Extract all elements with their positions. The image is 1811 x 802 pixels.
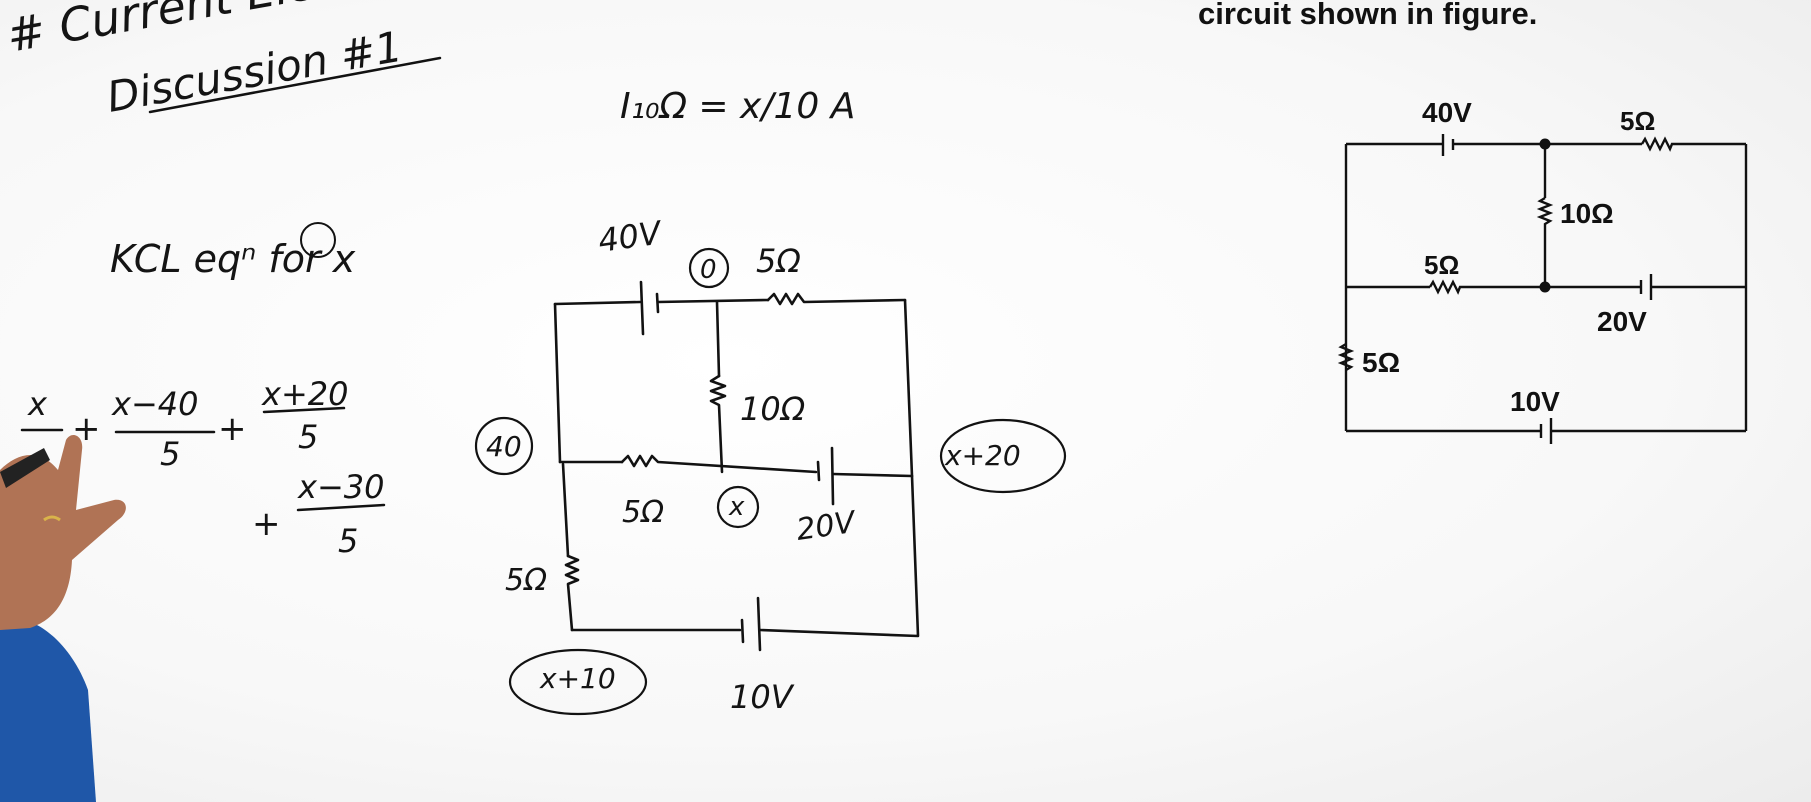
hc-node-x10-circle: [508, 648, 648, 716]
printed-circuit-labels: 40V 5Ω 10Ω 5Ω 20V 5Ω 10V: [1362, 97, 1655, 417]
pc-resistor-10: [1536, 196, 1554, 287]
pc-label-r10: 10Ω: [1560, 198, 1614, 229]
pc-label-20v: 20V: [1597, 306, 1647, 337]
kcl-term2-num: x−40: [111, 385, 198, 423]
pc-label-40v: 40V: [1422, 97, 1472, 128]
hc-resistor-mid: [620, 454, 818, 474]
pc-resistor-left: [1337, 342, 1355, 372]
kcl-term4-bar: [296, 503, 386, 512]
hc-label-node-x20: x+20: [944, 439, 1021, 472]
presenter-sleeve: [0, 618, 96, 802]
question-text: circuit shown in figure.: [1198, 0, 1537, 31]
pc-label-r5-left: 5Ω: [1362, 347, 1400, 378]
kcl-plus-2: +: [218, 409, 247, 449]
hc-label-r5-mid: 5Ω: [622, 495, 664, 530]
hc-label-20v: 20V: [794, 505, 859, 548]
hc-nodex-circle: [716, 485, 760, 529]
presenter-marker: [0, 448, 50, 488]
hc-resistor-10: [709, 374, 727, 474]
kcl-plus-3: +: [252, 504, 281, 544]
hc-label-10v: 10V: [730, 678, 795, 716]
pc-label-10v: 10V: [1510, 386, 1560, 417]
kcl-term2-den: 5: [160, 435, 180, 473]
hc-label-node40: 40: [486, 430, 522, 463]
hc-battery-20v: [816, 446, 835, 506]
hc-node40-circle: [474, 416, 534, 476]
current-equation: I₁₀Ω = x/10 A: [620, 86, 855, 127]
kcl-label: KCL eqⁿ for x: [110, 237, 356, 281]
hc-node-x20-circle: [939, 418, 1067, 494]
pc-battery-20v: [1639, 274, 1653, 300]
hc-battery-10v: [740, 596, 762, 652]
hc-wire-top-mid: [656, 298, 770, 304]
kcl-term1-num: x: [27, 385, 48, 423]
kcl-term4-num: x−30: [297, 468, 384, 506]
hc-wire-left-lower: [561, 462, 570, 558]
hc-wire-left-top: [553, 302, 562, 464]
hc-label-node-x10: x+10: [539, 662, 616, 695]
hc-wire-bottom-right: [758, 474, 920, 638]
pc-resistor-top: [1640, 136, 1746, 152]
handdrawn-circuit: [553, 280, 920, 652]
presenter-hand-skin: [0, 435, 126, 630]
hc-wire-right-top: [903, 298, 914, 478]
hc-resistor-top: [766, 292, 907, 306]
hc-wire-center-upper: [715, 300, 721, 378]
pc-battery-40v: [1441, 134, 1455, 156]
presenter-ring: [43, 515, 61, 522]
hc-label-40v: 40V: [596, 213, 665, 260]
printed-circuit: [1337, 134, 1748, 444]
handdrawn-circuit-labels: 40V 0 5Ω 10Ω 40 5Ω x 20V x+20 5Ω x+10 10…: [474, 213, 1067, 716]
pc-resistor-mid: [1428, 279, 1640, 295]
lecture-title: # Current Ele Discussion #1: [3, 0, 442, 122]
hc-label-nodex: x: [728, 492, 745, 522]
hc-wire-top-left: [553, 300, 642, 306]
kcl-term3-num: x+20: [261, 375, 348, 413]
hc-label-r5-left: 5Ω: [505, 563, 547, 598]
title-underline: [148, 56, 442, 114]
kcl-term3-den: 5: [298, 418, 318, 456]
hc-wire-mid-right: [831, 472, 914, 478]
pc-battery-10v: [1539, 418, 1553, 444]
hc-label-node0: 0: [700, 255, 717, 285]
kcl-equation: x + x−40 5 + x+20 5 + x−30 5: [20, 375, 386, 560]
hc-label-r10: 10Ω: [740, 390, 806, 428]
kcl-term3-bar: [262, 406, 346, 414]
hc-node0-circle: [688, 247, 730, 289]
kcl-term4-den: 5: [338, 522, 358, 560]
pc-label-r5-mid: 5Ω: [1424, 250, 1459, 280]
hc-battery-40v: [639, 280, 660, 336]
hc-label-r5-top: 5Ω: [756, 242, 801, 280]
pc-node-top: [1539, 138, 1551, 150]
pc-label-r5-top: 5Ω: [1620, 106, 1655, 136]
presenter-hand: [0, 435, 126, 802]
kcl-node-circle: [300, 222, 336, 258]
hc-resistor-left: [564, 554, 580, 632]
